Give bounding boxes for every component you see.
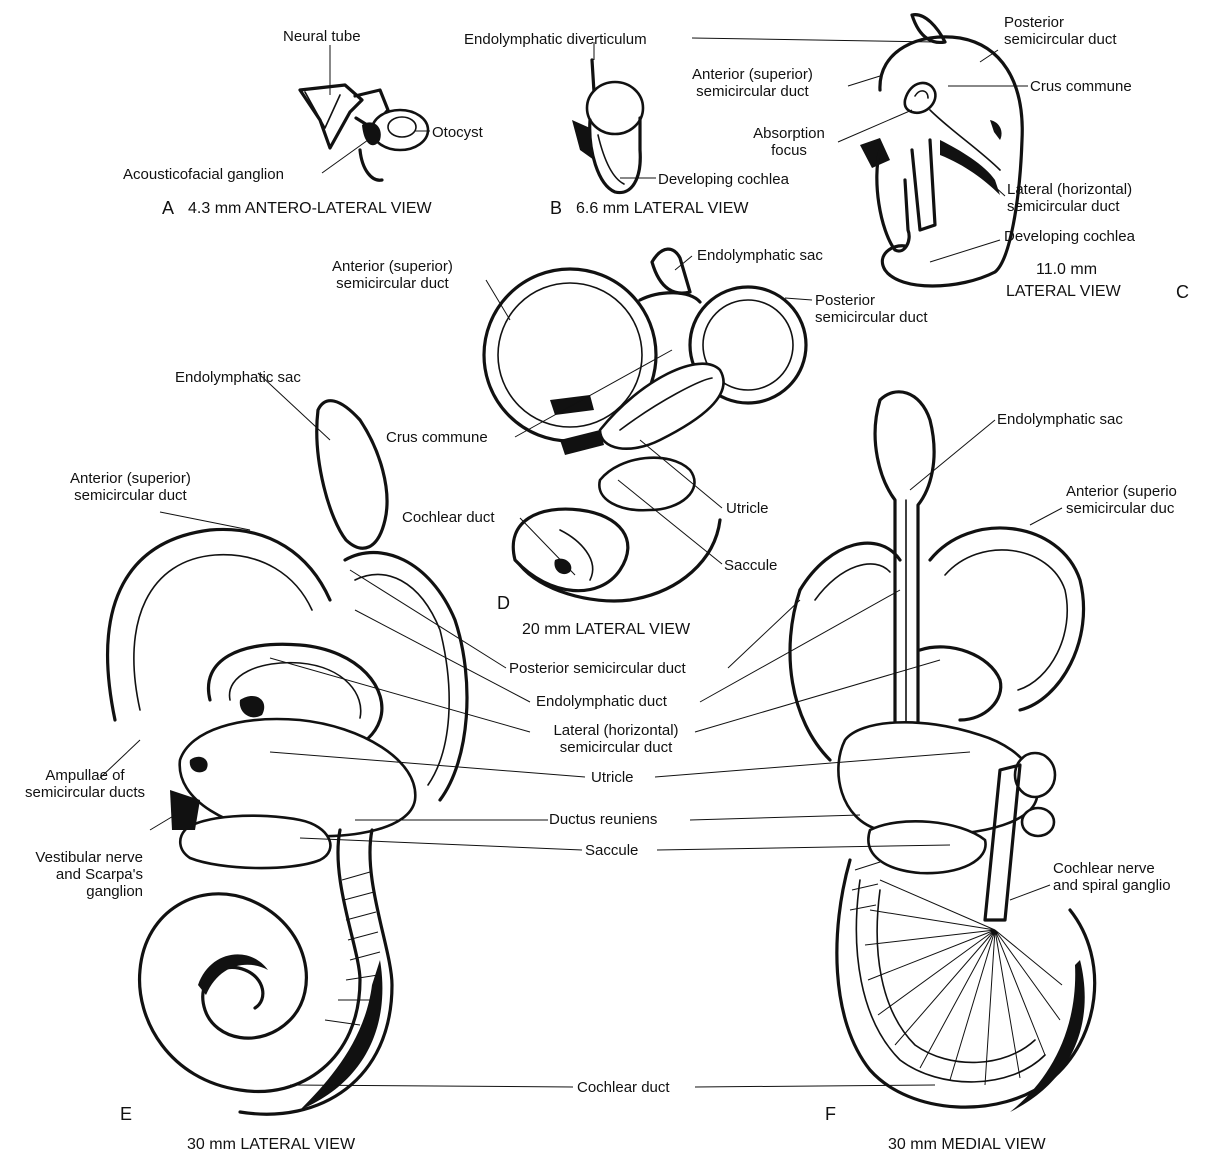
panel-f-drawing	[790, 392, 1095, 1112]
label-neural-tube: Neural tube	[283, 28, 361, 45]
label-endolymphatic-sac-e: Endolymphatic sac	[175, 369, 301, 386]
caption-panel-f: 30 mm MEDIAL VIEW	[888, 1136, 1046, 1154]
caption-panel-a: 4.3 mm ANTERO-LATERAL VIEW	[188, 200, 432, 218]
label-saccule-shared: Saccule	[585, 842, 638, 859]
label-utricle-shared: Utricle	[591, 769, 634, 786]
caption-panel-e: 30 mm LATERAL VIEW	[187, 1136, 355, 1154]
caption-panel-c-size: 11.0 mm	[1036, 261, 1097, 279]
label-anterior-semicircular-duct-c: Anterior (superior) semicircular duct	[692, 66, 813, 100]
label-ductus-reuniens-shared: Ductus reuniens	[549, 811, 657, 828]
caption-panel-c-view: LATERAL VIEW	[1006, 283, 1121, 301]
label-developing-cochlea-b: Developing cochlea	[658, 171, 789, 188]
panel-letter-d: D	[497, 593, 510, 614]
label-endolymphatic-sac-f: Endolymphatic sac	[997, 411, 1123, 428]
label-endolymphatic-diverticulum: Endolymphatic diverticulum	[464, 31, 647, 48]
label-vestibular-nerve: Vestibular nerve and Scarpa's ganglion	[8, 849, 143, 900]
spiral-ganglion-fibers	[856, 880, 1062, 1085]
panel-d-drawing	[484, 249, 806, 601]
label-posterior-semicircular-duct-shared: Posterior semicircular duct	[509, 660, 686, 677]
label-developing-cochlea-c: Developing cochlea	[1004, 228, 1135, 245]
label-endolymphatic-duct-shared: Endolymphatic duct	[536, 693, 667, 710]
label-cochlear-duct-d: Cochlear duct	[402, 509, 495, 526]
panel-letter-f: F	[825, 1104, 836, 1125]
panel-letter-b: B	[550, 198, 562, 219]
label-acousticofacial-ganglion: Acousticofacial ganglion	[123, 166, 284, 183]
label-endolymphatic-sac-d: Endolymphatic sac	[697, 247, 823, 264]
caption-panel-b: 6.6 mm LATERAL VIEW	[576, 200, 748, 218]
panel-b-drawing	[572, 60, 643, 193]
label-crus-commune-c: Crus commune	[1030, 78, 1132, 95]
label-crus-commune-d: Crus commune	[386, 429, 488, 446]
label-absorption-focus: Absorption focus	[744, 125, 834, 159]
panel-letter-e: E	[120, 1104, 132, 1125]
label-utricle-d: Utricle	[726, 500, 769, 517]
label-lateral-semicircular-duct-shared: Lateral (horizontal) semicircular duct	[538, 722, 694, 756]
panel-c-drawing	[860, 15, 1022, 286]
label-saccule-d: Saccule	[724, 557, 777, 574]
panel-e-drawing	[108, 401, 467, 1115]
label-posterior-semicircular-duct-d: Posterior semicircular duct	[815, 292, 928, 326]
label-posterior-semicircular-duct-c: Posterior semicircular duct	[1004, 14, 1117, 48]
panel-letter-a: A	[162, 198, 174, 219]
label-otocyst: Otocyst	[432, 124, 483, 141]
label-cochlear-duct-shared: Cochlear duct	[577, 1079, 670, 1096]
panel-letter-c: C	[1176, 282, 1189, 303]
label-anterior-semicircular-duct-d: Anterior (superior) semicircular duct	[332, 258, 453, 292]
label-lateral-semicircular-duct-c: Lateral (horizontal) semicircular duct	[1007, 181, 1132, 215]
label-ampullae: Ampullae of semicircular ducts	[10, 767, 160, 801]
label-cochlear-nerve: Cochlear nerve and spiral ganglio	[1053, 860, 1171, 894]
label-anterior-semicircular-duct-e: Anterior (superior) semicircular duct	[70, 470, 191, 504]
label-anterior-semicircular-duct-f: Anterior (superio semicircular duc	[1066, 483, 1177, 517]
caption-panel-d: 20 mm LATERAL VIEW	[522, 621, 690, 639]
panel-a-drawing	[300, 85, 428, 180]
